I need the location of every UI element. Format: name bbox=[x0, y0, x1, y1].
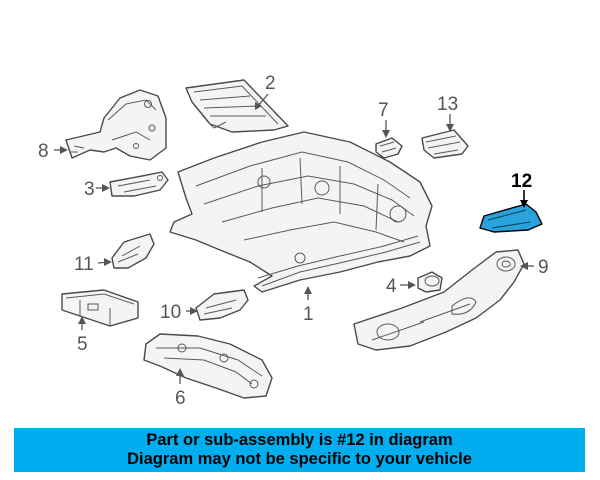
leader-lines bbox=[54, 93, 534, 384]
callout-2: 2 bbox=[265, 73, 276, 94]
part-10-trim-cover bbox=[195, 289, 249, 321]
callout-13: 13 bbox=[437, 94, 458, 115]
part-7-clip bbox=[375, 137, 403, 159]
callout-5: 5 bbox=[77, 334, 88, 355]
part-4-knob bbox=[417, 271, 443, 293]
callout-3: 3 bbox=[84, 179, 95, 200]
part-2-cushion-panel bbox=[185, 79, 289, 133]
callout-labels: 2 7 13 8 3 12 11 9 4 1 10 5 6 bbox=[38, 73, 549, 409]
part-3-latch-bracket bbox=[109, 171, 169, 197]
callout-7: 7 bbox=[378, 100, 389, 121]
part-6-track-assembly bbox=[143, 333, 273, 399]
part-8-side-shield bbox=[65, 89, 167, 161]
part-12-trim-highlighted bbox=[479, 203, 543, 233]
callout-6: 6 bbox=[175, 388, 186, 409]
banner-line-2: Diagram may not be specific to your vehi… bbox=[127, 450, 472, 468]
callout-11: 11 bbox=[74, 254, 94, 275]
callout-4: 4 bbox=[386, 276, 397, 297]
part-1-seat-frame bbox=[169, 131, 433, 293]
callout-10: 10 bbox=[160, 302, 181, 323]
callout-8: 8 bbox=[38, 141, 49, 162]
callout-1: 1 bbox=[303, 304, 314, 325]
banner-line-1: Part or sub-assembly is #12 in diagram bbox=[146, 431, 453, 449]
part-13-connector bbox=[421, 129, 469, 159]
part-5-module bbox=[61, 289, 139, 327]
part-11-side-trim bbox=[111, 233, 155, 269]
part-9-side-shield bbox=[353, 249, 525, 351]
callout-12: 12 bbox=[511, 171, 532, 192]
info-banner: Part or sub-assembly is #12 in diagram D… bbox=[14, 428, 585, 472]
callout-9: 9 bbox=[538, 257, 549, 278]
